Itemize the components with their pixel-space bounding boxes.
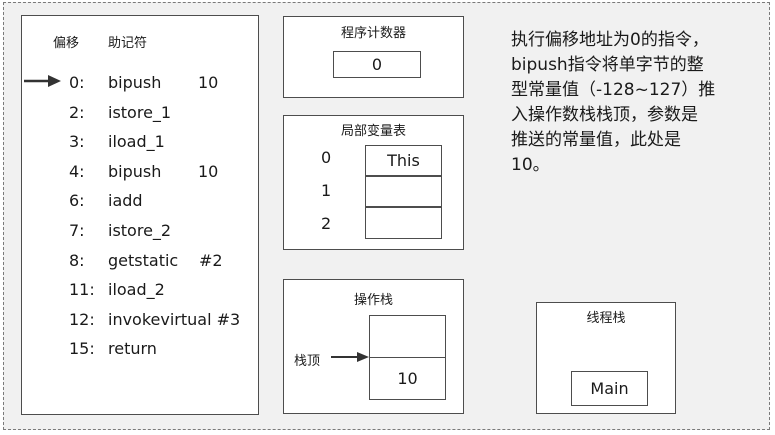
- local-slot-index-0: 0: [321, 148, 332, 167]
- program-counter-value: 0: [333, 51, 421, 78]
- local-slot-index-1: 1: [321, 181, 332, 200]
- bytecode-opcode: istore_2: [108, 221, 172, 240]
- program-counter-title: 程序计数器: [340, 26, 406, 41]
- local-slot-index-2: 2: [321, 214, 332, 233]
- local-slot-2: [365, 207, 442, 239]
- bytecode-offset: 8:: [69, 250, 85, 270]
- bytecode-opcode: bipush: [108, 161, 162, 181]
- local-slot-1: [365, 176, 442, 207]
- bytecode-opcode: iload_1: [108, 132, 165, 152]
- instruction-description: 执行偏移地址为0的指令， bipush指令将单字节的整 型常量值（-128~12…: [511, 28, 743, 178]
- description-line: 型常量值（-128~127）推: [511, 80, 716, 100]
- thread-stack-frame-main: Main: [571, 371, 648, 406]
- bytecode-operand: 10: [198, 161, 219, 181]
- bytecode-opcode: return: [108, 339, 157, 359]
- bytecode-opcode: bipush: [108, 73, 162, 92]
- description-line: 10。: [511, 155, 550, 175]
- bytecode-opcode: iload_2: [108, 280, 165, 300]
- local-variable-title: 局部变量表: [340, 124, 406, 139]
- bytecode-opcode: invokevirtual #3: [108, 309, 241, 329]
- bytecode-opcode: istore_1: [108, 102, 172, 122]
- mnemonic-header: 助记符: [108, 36, 148, 51]
- description-line: bipush指令将单字节的整: [511, 55, 704, 75]
- bytecode-offset: 11:: [69, 280, 95, 300]
- bytecode-offset: 2:: [69, 102, 85, 122]
- bytecode-opcode: iadd: [108, 191, 143, 211]
- operand-stack-title: 操作栈: [353, 293, 393, 308]
- bytecode-offset: 12:: [69, 309, 95, 329]
- bytecode-operand: #2: [199, 250, 223, 270]
- operand-stack-cell-upper: [369, 315, 446, 358]
- operand-stack-cell-top: 10: [369, 357, 446, 400]
- thread-stack-title: 线程栈: [586, 311, 626, 326]
- bytecode-opcode: getstatic: [108, 250, 179, 270]
- offset-header: 偏移: [53, 36, 80, 51]
- description-line: 推送的常量值，此处是: [511, 130, 681, 150]
- current-instruction-arrow-icon: [24, 75, 61, 87]
- stack-top-arrow-icon: [331, 352, 369, 362]
- bytecode-offset: 7:: [69, 221, 85, 240]
- bytecode-offset: 3:: [69, 132, 85, 152]
- bytecode-offset: 0:: [69, 73, 85, 92]
- local-slot-0: This: [365, 145, 442, 176]
- bytecode-operand: 10: [198, 73, 219, 92]
- description-line: 入操作数栈栈顶，参数是: [511, 105, 698, 125]
- stack-top-label: 栈顶: [294, 354, 321, 369]
- bytecode-offset: 6:: [69, 191, 85, 211]
- description-line: 执行偏移地址为0的指令，: [511, 30, 709, 50]
- bytecode-panel: [21, 15, 259, 415]
- bytecode-offset: 15:: [69, 339, 95, 359]
- bytecode-offset: 4:: [69, 161, 85, 181]
